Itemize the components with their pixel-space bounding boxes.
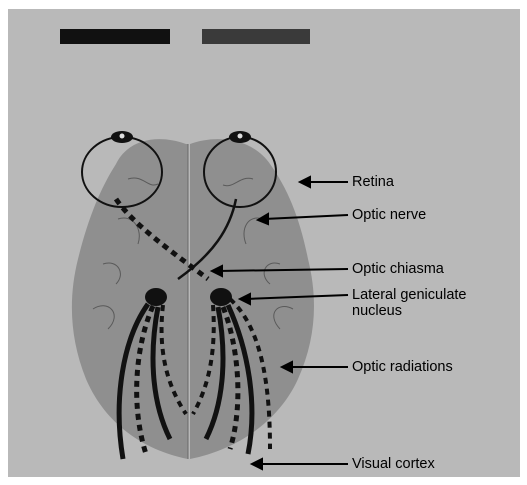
brain [72,139,314,459]
label-optic-nerve: Optic nerve [352,207,426,223]
label-lateral-geniculate: Lateral geniculate nucleus [352,287,472,319]
label-visual-cortex: Visual cortex [352,456,435,472]
stimulus-bar-left [60,29,170,44]
stimulus-bar-right [202,29,310,44]
label-optic-chiasma: Optic chiasma [352,261,444,277]
label-optic-radiations: Optic radiations [352,359,453,375]
label-retina: Retina [352,174,394,190]
left-hemisphere [72,139,188,459]
visual-pathway-figure: Retina Optic nerve Optic chiasma Lateral… [8,9,520,477]
lateral-geniculate-left [145,288,167,306]
visual-pathway-diagram [8,9,520,477]
lateral-geniculate-right [210,288,232,306]
